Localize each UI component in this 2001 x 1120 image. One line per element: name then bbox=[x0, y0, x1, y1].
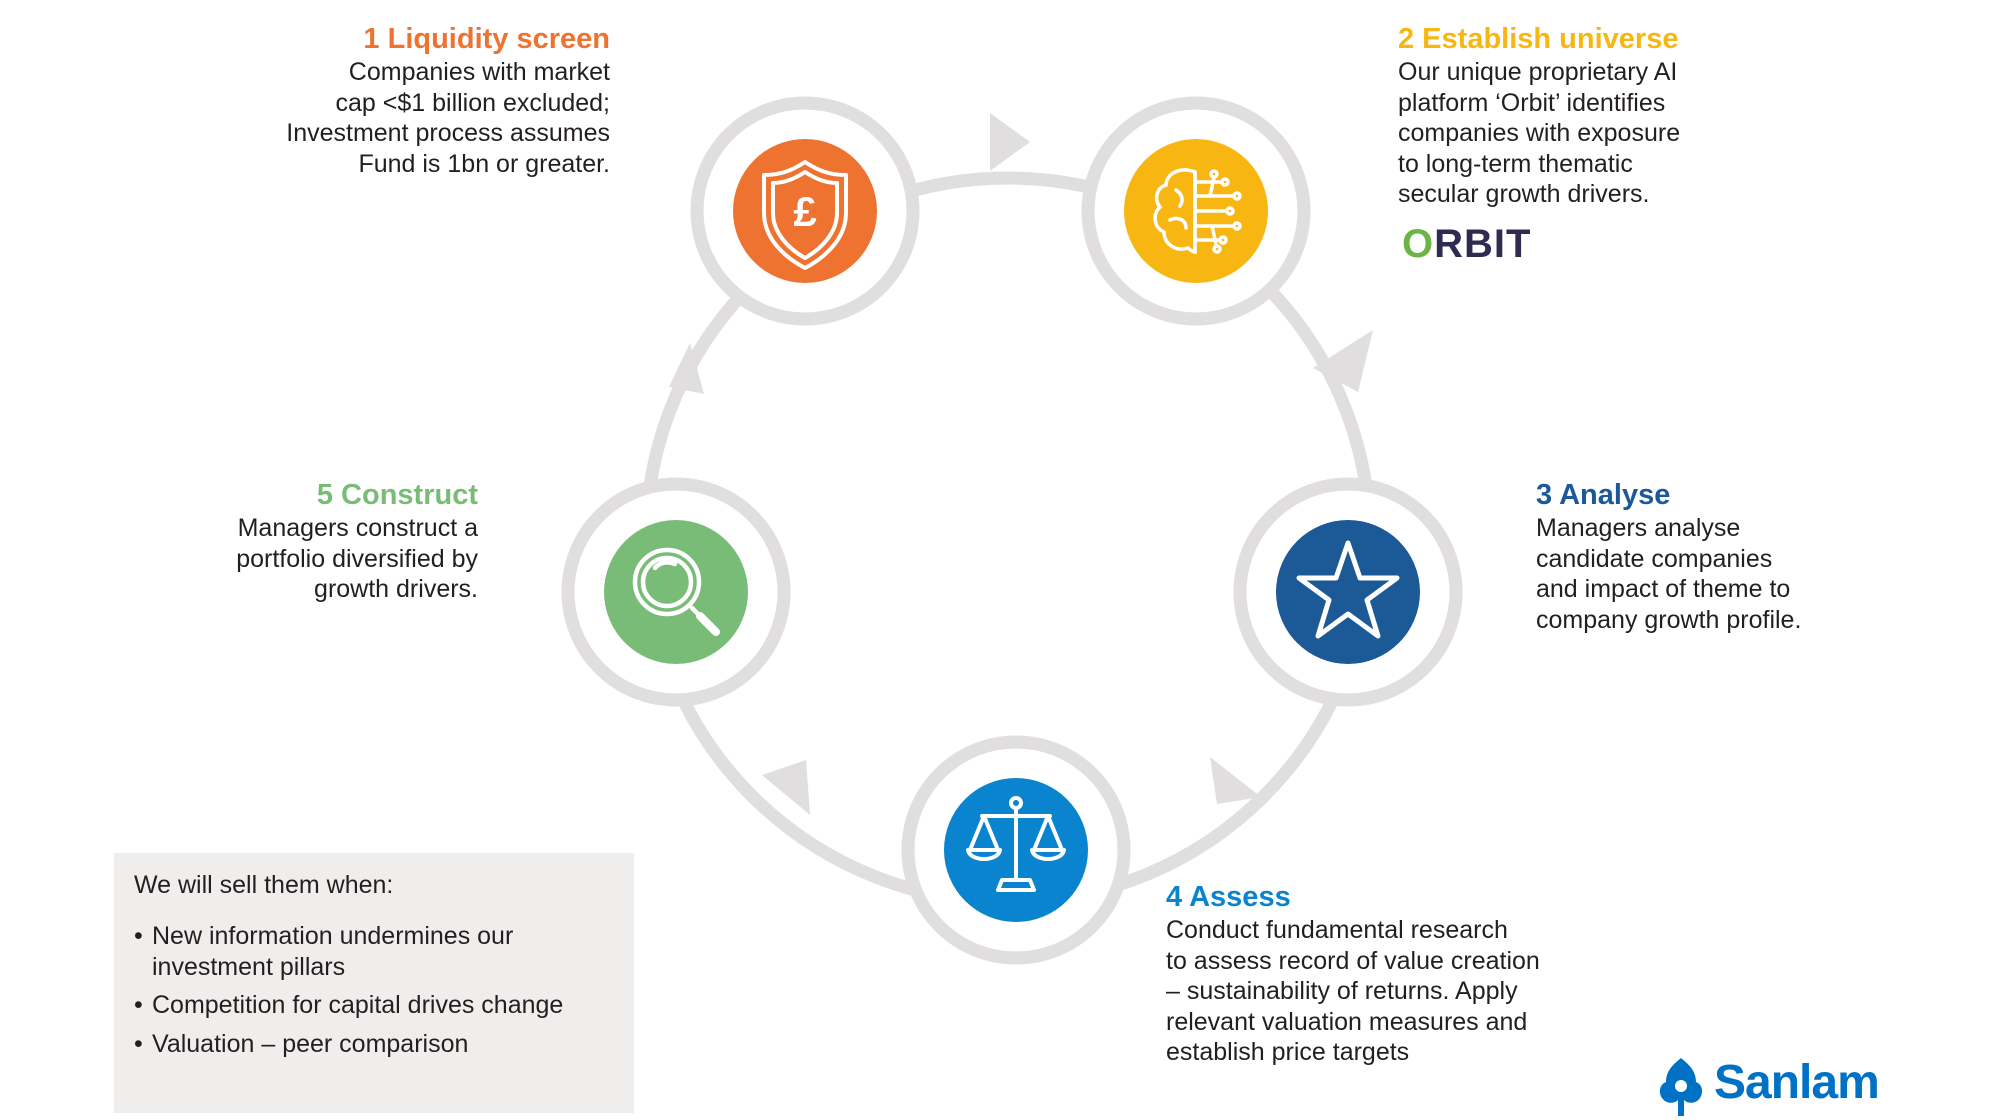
step-4-node bbox=[901, 735, 1131, 965]
sanlam-logo: Sanlam bbox=[1656, 1056, 1906, 1120]
step-1-text: 1 Liquidity screen Companies with market… bbox=[214, 22, 610, 179]
sell-criteria-text: Valuation – peer comparison bbox=[152, 1029, 469, 1058]
scales-icon bbox=[966, 796, 1066, 892]
arrow-1-to-2 bbox=[990, 113, 1030, 171]
sell-criteria-box: We will sell them when: • New information… bbox=[114, 853, 634, 1113]
step-3-title: 3 Analyse bbox=[1536, 479, 1671, 511]
sell-criteria-text: Competition for capital drives change bbox=[152, 991, 564, 1019]
step-2-title: 2 Establish universe bbox=[1398, 23, 1679, 55]
step-2-text: 2 Establish universe Our unique propriet… bbox=[1398, 22, 1818, 210]
step-1-node: £ bbox=[690, 96, 920, 326]
orbit-logo: ORBIT bbox=[1402, 222, 1532, 266]
step-1-description: Companies with market cap <$1 billion ex… bbox=[286, 58, 610, 178]
sell-criteria-item: • Valuation – peer comparison bbox=[134, 1029, 604, 1060]
shield-pound-icon: £ bbox=[762, 160, 848, 270]
step-4-text: 4 Assess Conduct fundamental research to… bbox=[1166, 880, 1626, 1068]
svg-text:£: £ bbox=[793, 188, 816, 235]
step-3-text: 3 Analyse Managers analyse candidate com… bbox=[1536, 478, 1956, 635]
sell-criteria-item: • Competition for capital drives change bbox=[134, 990, 604, 1021]
sanlam-wordmark: Sanlam bbox=[1714, 1056, 1880, 1109]
arrow-4-to-5 bbox=[762, 760, 810, 815]
magnifier-icon bbox=[632, 547, 720, 636]
bullet: • bbox=[134, 1029, 143, 1058]
step-3-node bbox=[1233, 477, 1463, 707]
step-1-title: 1 Liquidity screen bbox=[363, 23, 610, 55]
sell-criteria-text: New information undermines our investmen… bbox=[152, 922, 514, 981]
step-5-text: 5 Construct Managers construct a portfol… bbox=[180, 478, 478, 605]
step-3-description: Managers analyse candidate companies and… bbox=[1536, 514, 1802, 634]
step-4-title: 4 Assess bbox=[1166, 881, 1291, 913]
orbit-logo-rest: RBIT bbox=[1434, 222, 1532, 266]
sell-criteria-item: • New information undermines our investme… bbox=[134, 921, 604, 982]
brain-circuit-icon bbox=[1153, 168, 1242, 254]
arrow-5-to-1 bbox=[669, 343, 704, 394]
arrow-2-to-3 bbox=[1313, 330, 1373, 392]
arrow-3-to-4 bbox=[1210, 757, 1261, 804]
step-2-node bbox=[1081, 96, 1311, 326]
step-5-description: Managers construct a portfolio diversifi… bbox=[236, 514, 478, 603]
sanlam-shield-icon bbox=[1659, 1058, 1703, 1116]
step-4-description: Conduct fundamental research to assess r… bbox=[1166, 916, 1540, 1066]
sell-criteria-intro: We will sell them when: bbox=[134, 871, 394, 899]
step-5-node bbox=[561, 477, 791, 707]
sell-criteria-list: • New information undermines our investme… bbox=[134, 921, 604, 1067]
bullet: • bbox=[134, 922, 143, 950]
star-icon bbox=[1296, 540, 1400, 639]
step-2-description: Our unique proprietary AI platform ‘Orbi… bbox=[1398, 58, 1681, 208]
bullet: • bbox=[134, 991, 143, 1019]
step-5-title: 5 Construct bbox=[316, 479, 478, 511]
